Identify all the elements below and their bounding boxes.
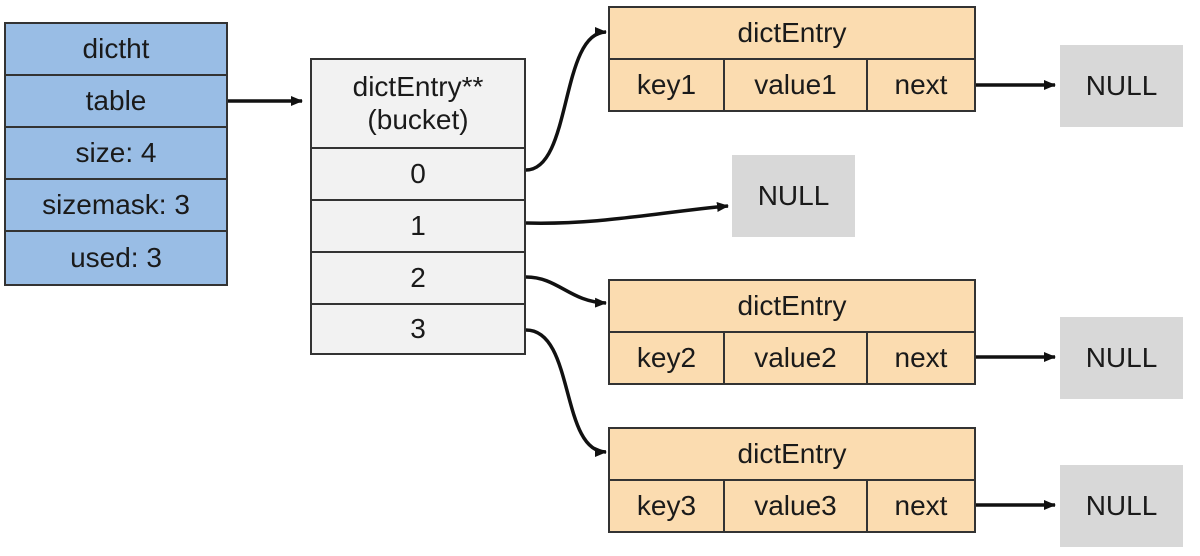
- bucket-header: dictEntry** (bucket): [310, 58, 526, 149]
- dictht-title: dictht: [4, 22, 228, 76]
- dictht-size-field: size: 4: [4, 126, 228, 180]
- dictht-sizemask-field: sizemask: 3: [4, 178, 228, 232]
- bucket-index-3: 3: [310, 303, 526, 355]
- dict-entry-next: next: [866, 331, 976, 385]
- arrow-bucket1-to-null: [525, 201, 729, 225]
- dictht-used-field: used: 3: [4, 230, 228, 286]
- null-box-entry1: NULL: [1060, 45, 1183, 127]
- bucket-index-2: 2: [310, 251, 526, 305]
- bucket-header-label: (bucket): [367, 103, 469, 135]
- dict-entry-title: dictEntry: [608, 427, 976, 481]
- dict-entry-next: next: [866, 58, 976, 112]
- dict-entry-key: key3: [608, 479, 725, 533]
- dict-entry-value: value1: [723, 58, 868, 112]
- null-box-bucket1: NULL: [732, 155, 855, 237]
- dict-entry-key: key1: [608, 58, 725, 112]
- bucket-index-1: 1: [310, 199, 526, 253]
- dict-entry-title: dictEntry: [608, 279, 976, 333]
- bucket-index-0: 0: [310, 147, 526, 201]
- arrow-bucket0-to-entry1: [525, 27, 607, 172]
- dict-entry-value: value2: [723, 331, 868, 385]
- bucket-header-type: dictEntry**: [352, 71, 484, 103]
- dictht-table-field: table: [4, 74, 228, 128]
- null-box-entry2: NULL: [1060, 317, 1183, 399]
- dict-entry-next: next: [866, 479, 976, 533]
- arrow-bucket2-to-entry2: [525, 275, 607, 308]
- arrow-bucket3-to-entry3: [525, 328, 607, 457]
- dict-entry-value: value3: [723, 479, 868, 533]
- dict-entry-key: key2: [608, 331, 725, 385]
- dict-entry-title: dictEntry: [608, 6, 976, 60]
- null-box-entry3: NULL: [1060, 465, 1183, 547]
